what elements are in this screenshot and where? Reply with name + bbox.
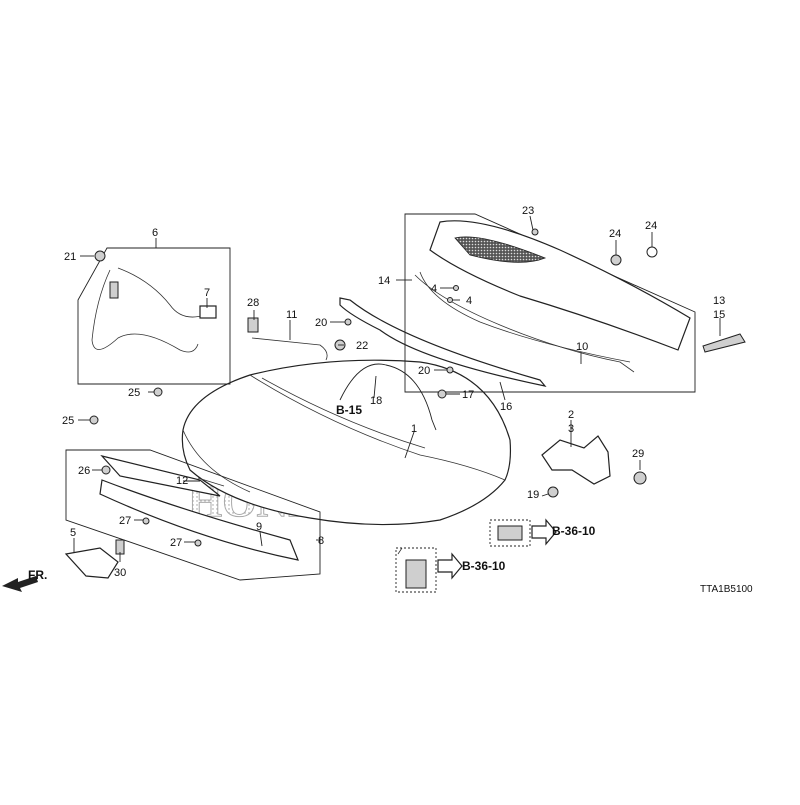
callout-25b: 25 (62, 415, 74, 427)
leader-lines (73, 215, 721, 562)
callout-20a: 20 (315, 317, 327, 329)
callout-5: 5 (70, 527, 76, 539)
callout-14: 14 (378, 275, 390, 287)
callout-27a: 27 (119, 515, 131, 527)
ref-arrow-lower (437, 552, 463, 580)
callout-12: 12 (176, 475, 188, 487)
callout-15: 15 (713, 309, 725, 321)
callout-30: 30 (114, 567, 126, 579)
callout-11: 11 (286, 309, 297, 321)
callout-1: 1 (411, 423, 417, 435)
front-direction-label: FR. (28, 568, 47, 582)
callout-4b: 4 (466, 295, 472, 307)
callout-19: 19 (527, 489, 539, 501)
front-direction-arrow-icon (2, 576, 38, 592)
callout-3: 3 (568, 423, 574, 435)
callout-6: 6 (152, 227, 158, 239)
diagram-code: TTA1B5100 (700, 584, 753, 595)
callout-22: 22 (356, 340, 368, 352)
callout-28: 28 (247, 297, 259, 309)
callout-18: 18 (370, 395, 382, 407)
callout-29: 29 (632, 448, 644, 460)
bracket-box (489, 519, 531, 547)
cable-part-11 (247, 317, 346, 361)
prop-rod-part-18 (339, 363, 437, 431)
ref-b15: B-15 (336, 403, 362, 417)
callout-21: 21 (64, 251, 76, 263)
callout-20b: 20 (418, 365, 430, 377)
ref-b3610-upper: B-36-10 (552, 524, 596, 538)
callout-16: 16 (500, 401, 512, 413)
callout-4a: 4 (431, 283, 437, 295)
callouts: 1 2 3 4 4 5 6 7 8 9 10 11 12 13 14 15 16… (62, 205, 725, 579)
callout-10: 10 (576, 341, 588, 353)
hood-part-1 (181, 359, 512, 526)
callout-26: 26 (78, 465, 90, 477)
callout-24b: 24 (645, 220, 657, 232)
cowl-group-box (404, 213, 746, 393)
callout-24a: 24 (609, 228, 621, 240)
callout-17: 17 (462, 389, 474, 401)
grille-group-box (65, 449, 321, 581)
callout-27b: 27 (170, 537, 182, 549)
ref-arrow-upper (531, 518, 557, 546)
callout-9: 9 (256, 521, 262, 533)
callout-23: 23 (522, 205, 534, 217)
fasteners (89, 228, 658, 547)
bumper-stop (395, 547, 437, 593)
callout-13: 13 (713, 295, 725, 307)
hinge-part-2-3 (541, 435, 647, 498)
callout-25a: 25 (128, 387, 140, 399)
ref-b3610-lower: B-36-10 (462, 559, 506, 573)
harness-group-box (77, 247, 231, 385)
callout-2: 2 (568, 409, 574, 421)
callout-8: 8 (318, 535, 324, 547)
callout-7: 7 (204, 287, 210, 299)
seal-part-16 (339, 297, 547, 387)
